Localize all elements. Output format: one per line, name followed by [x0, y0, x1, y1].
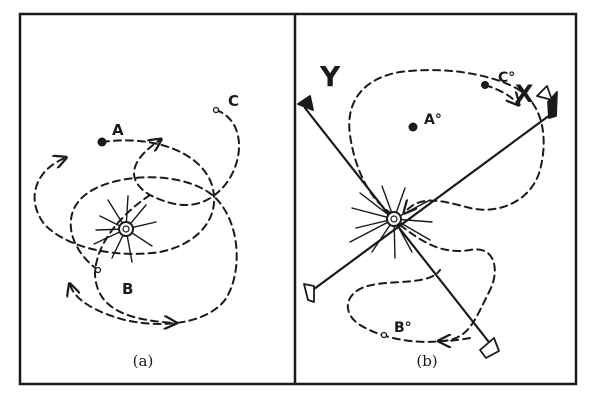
y-axis-head-bottom	[479, 337, 500, 359]
y-axis-head-top	[297, 95, 314, 111]
orbit-a	[33, 139, 215, 255]
orbit-b	[70, 176, 238, 325]
point-a-label: A	[112, 121, 124, 139]
x-axis-head-bottom	[303, 283, 315, 303]
point-b0-dot	[380, 331, 388, 339]
panel-a	[33, 109, 241, 325]
x-axis-head-top	[547, 91, 558, 119]
point-b-label: B	[122, 280, 133, 298]
y-axis-label: Y	[319, 60, 341, 93]
point-c0-dot	[481, 81, 489, 89]
axes-b	[303, 106, 556, 348]
point-c0-label: C°	[498, 70, 515, 86]
central-body-a	[93, 195, 157, 263]
point-c-dot	[212, 106, 220, 114]
orbit-c	[133, 109, 241, 206]
x-axis-head-top-hollow	[536, 85, 553, 101]
point-c-label: C	[228, 92, 239, 110]
x-axis	[308, 110, 556, 294]
point-b0-label: B°	[394, 320, 412, 336]
point-b-dot	[94, 266, 102, 274]
orbit-upper-arrow	[484, 84, 518, 104]
central-body-b	[349, 185, 433, 259]
point-a-dot	[97, 137, 107, 147]
point-a0-label: A°	[424, 112, 442, 128]
orbit-lower-arrow	[440, 338, 471, 341]
caption-a: (a)	[133, 352, 154, 370]
orbit-upper	[348, 69, 545, 214]
point-a0-dot	[408, 122, 418, 132]
orbit-tail	[93, 194, 175, 323]
figure-frame	[18, 12, 578, 386]
axis-arrowheads	[297, 85, 558, 359]
caption-b: (b)	[416, 352, 437, 370]
orbit-lower	[346, 224, 496, 343]
